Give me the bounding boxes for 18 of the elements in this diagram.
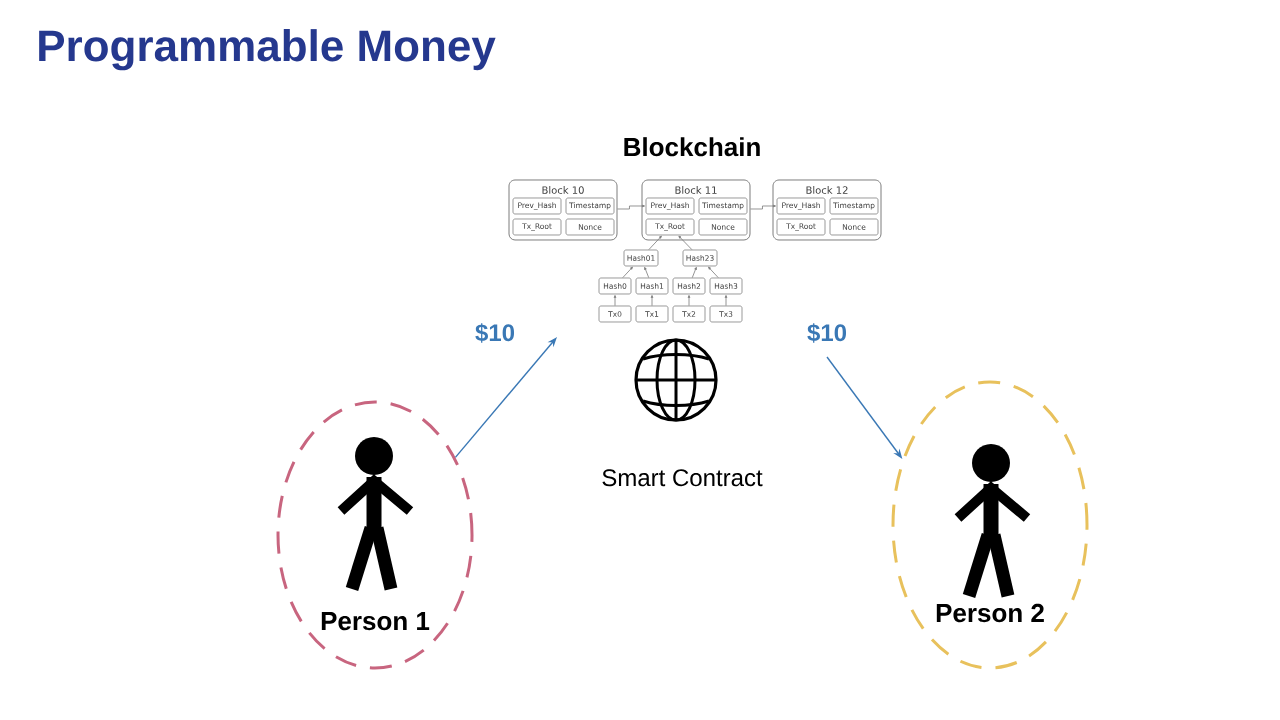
title: Programmable Money xyxy=(39,29,496,71)
arrow xyxy=(454,337,557,459)
arrow xyxy=(691,266,697,279)
edge-label: $10 xyxy=(474,322,517,344)
arrow xyxy=(678,235,693,251)
arrow xyxy=(708,266,719,279)
text-label: Smart Contract xyxy=(602,469,763,487)
arrow xyxy=(648,235,662,251)
arrow xyxy=(687,295,691,307)
arrow xyxy=(613,295,617,307)
arrow xyxy=(650,295,654,307)
edge-label: $10 xyxy=(806,322,849,344)
arrow xyxy=(622,266,633,279)
section-heading: Blockchain xyxy=(624,137,760,157)
arrow xyxy=(644,266,650,279)
arrow xyxy=(724,295,728,307)
arrow xyxy=(617,204,645,210)
arrow xyxy=(750,204,776,210)
